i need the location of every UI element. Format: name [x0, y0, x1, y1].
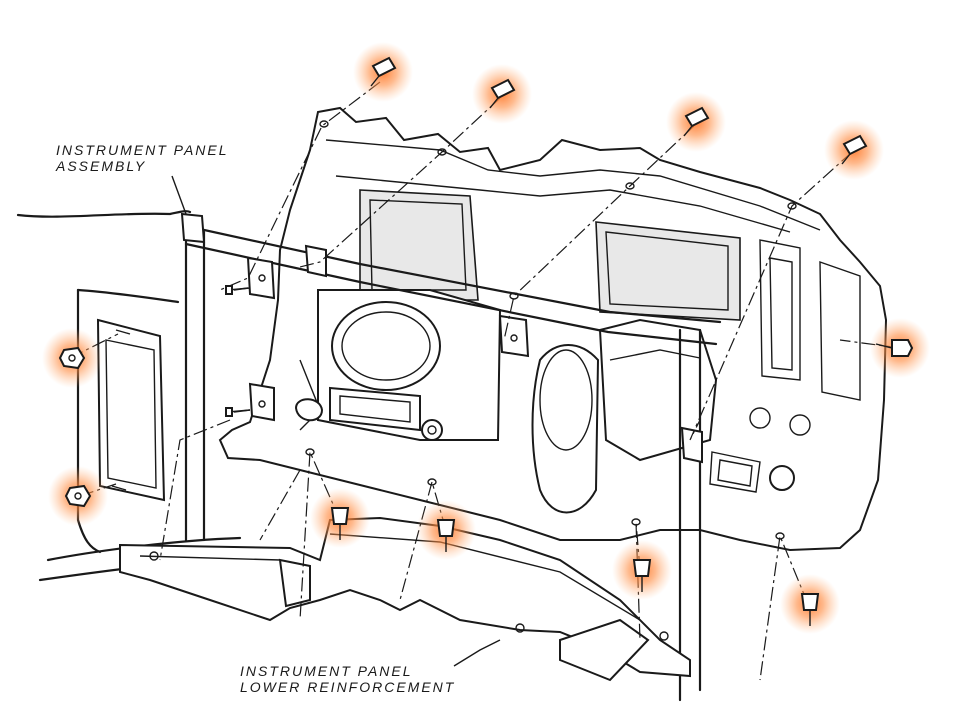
- screw-icon: [870, 318, 930, 378]
- lower-reinforcement: [119, 516, 691, 682]
- label-line-1: INSTRUMENT PANEL: [240, 663, 413, 679]
- screw-icon: [824, 120, 884, 180]
- screw-icon: [310, 488, 370, 548]
- screw-icon: [353, 42, 413, 102]
- fasteners: [42, 42, 930, 634]
- screw-icon: [416, 500, 476, 560]
- label-lower-reinforcement: INSTRUMENT PANEL LOWER REINFORCEMENT: [240, 663, 455, 695]
- side-bracket: [96, 318, 166, 502]
- label-line-2: ASSEMBLY: [56, 158, 147, 174]
- stud-icon: [225, 285, 251, 295]
- screw-icon: [780, 574, 840, 634]
- stud-icon: [225, 407, 251, 417]
- label-line-1: INSTRUMENT PANEL: [56, 142, 229, 158]
- nut-icon: [42, 328, 102, 388]
- nut-icon: [48, 466, 108, 526]
- label-instrument-panel-assembly: INSTRUMENT PANEL ASSEMBLY: [56, 142, 229, 174]
- instrument-panel-housing: [218, 106, 888, 552]
- label-line-2: LOWER REINFORCEMENT: [240, 679, 456, 695]
- screw-icon: [612, 540, 672, 600]
- gauge-cluster: [294, 289, 502, 441]
- steering-column: [531, 318, 718, 514]
- screw-icon: [472, 64, 532, 124]
- screw-icon: [666, 92, 726, 152]
- label-leaders: [171, 175, 501, 667]
